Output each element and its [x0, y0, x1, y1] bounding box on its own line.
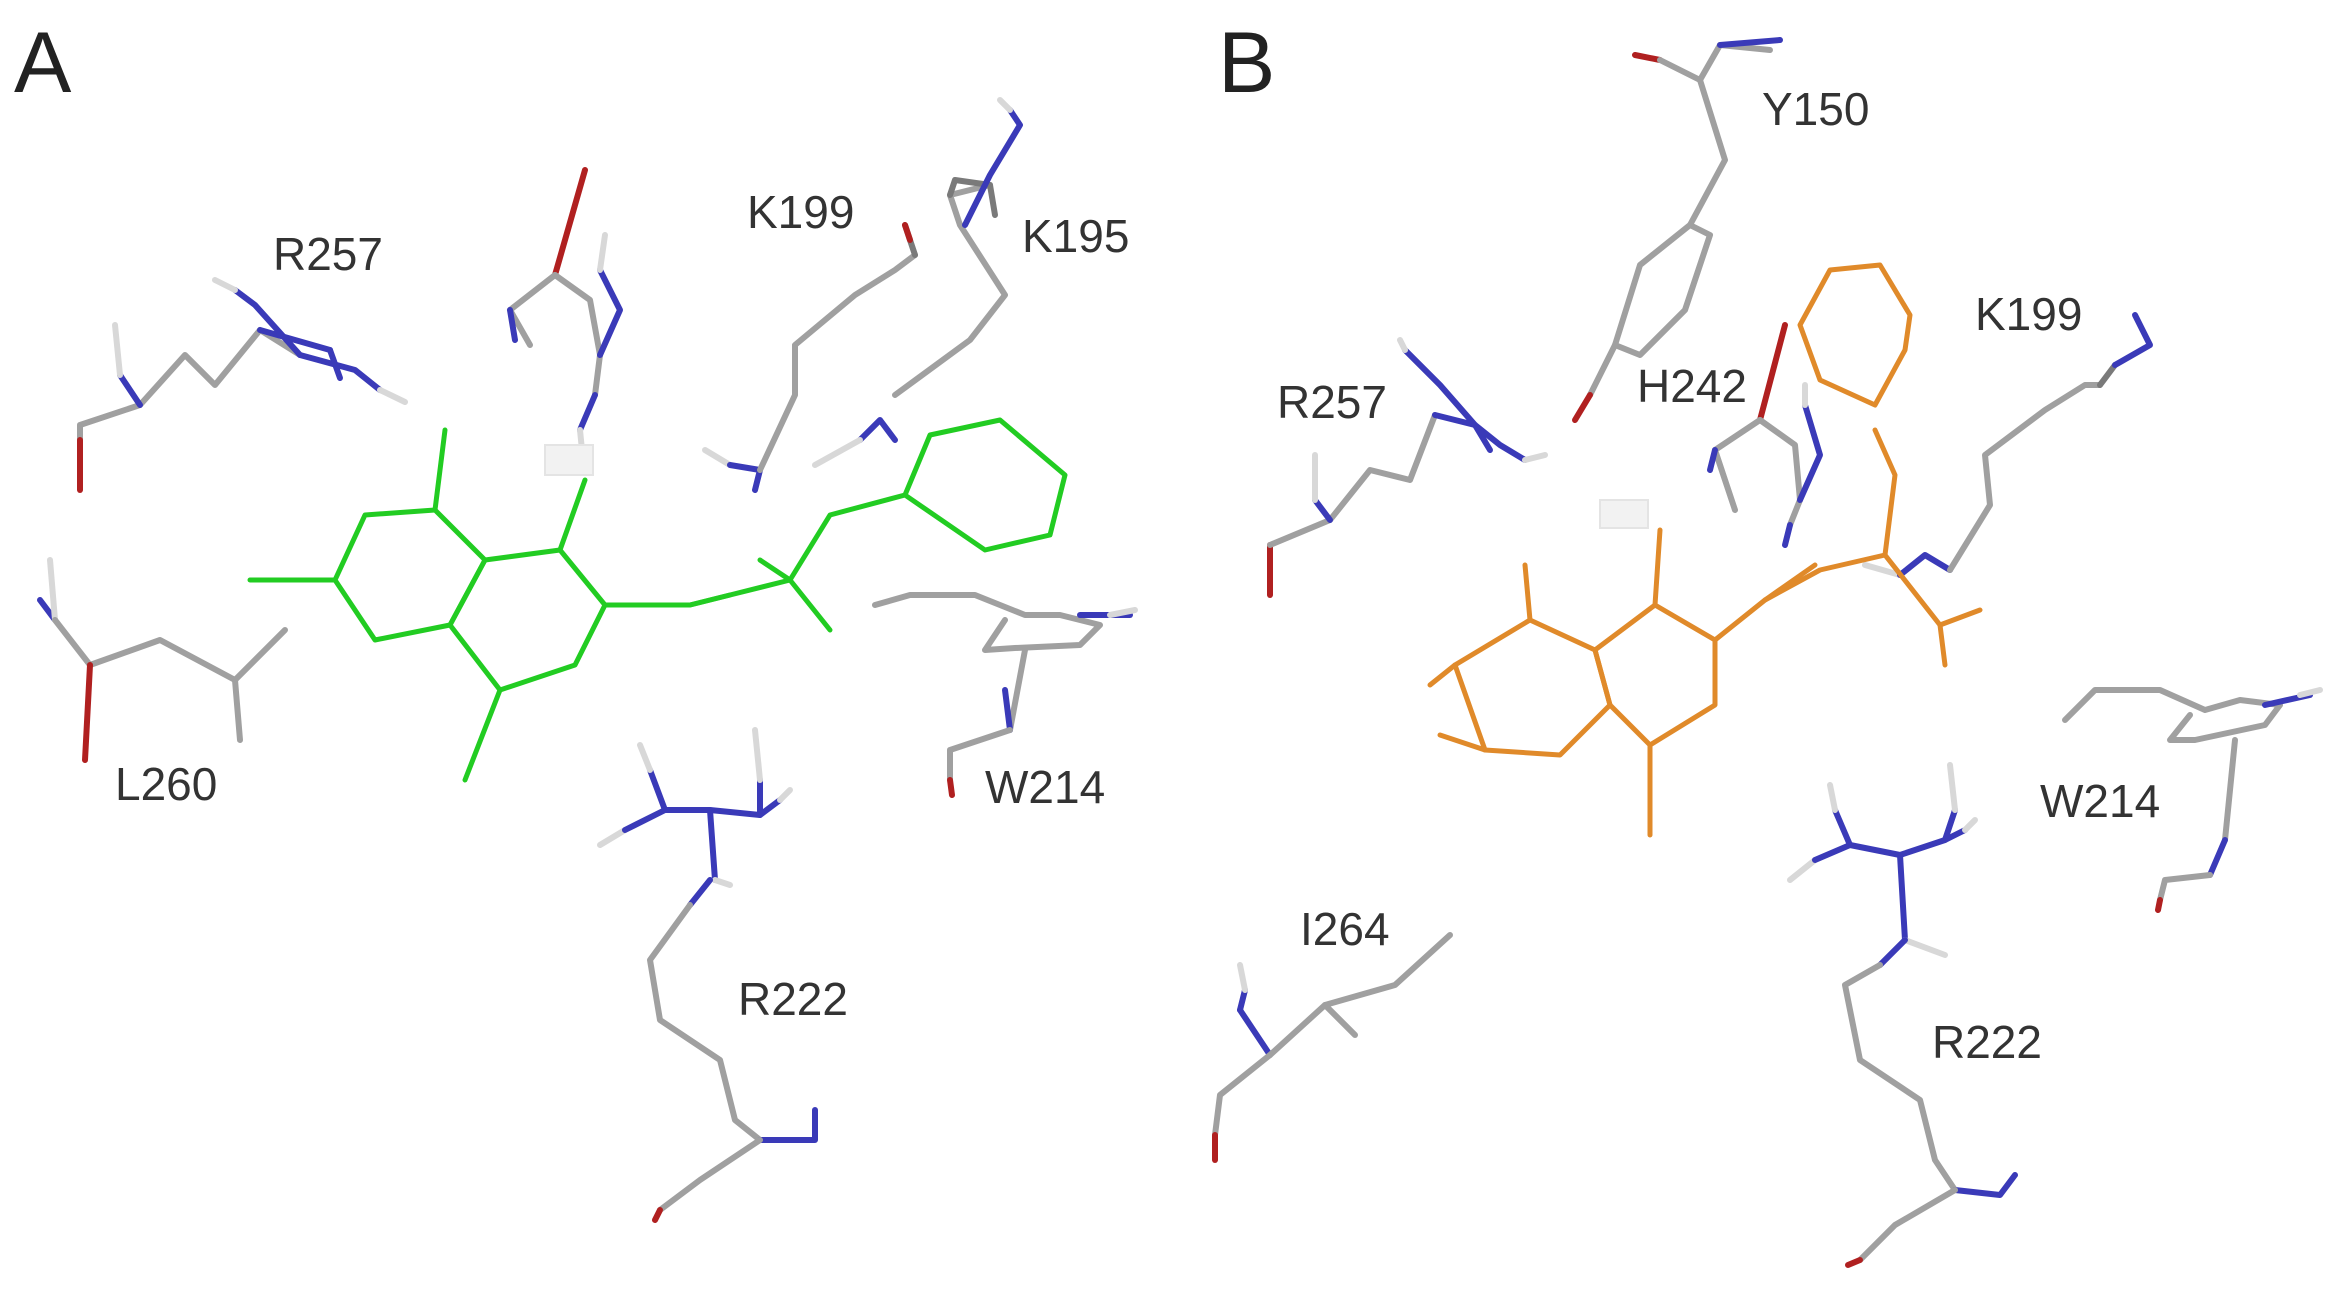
residue-sticks-h242-b: [1599, 322, 1823, 548]
residue-sticks-l260-a: [37, 557, 288, 763]
residue-label-r222-b: R222: [1932, 1016, 2042, 1068]
ligand-a: [247, 417, 1068, 783]
ligand-b: [1427, 262, 1983, 838]
residue-sticks-r222-b: [1787, 762, 2018, 1268]
residue-sticks-w214-b: [2062, 687, 2323, 913]
panel-b: B: [1212, 15, 2323, 1268]
residue-sticks-w214-a: [872, 592, 1138, 798]
residue-sticks-y150-b: [1572, 37, 1783, 423]
residue-label-r257-a: R257: [273, 228, 383, 280]
residue-label-i264-b: I264: [1300, 903, 1390, 955]
residue-label-r222-a: R222: [738, 973, 848, 1025]
panel-label-a: A: [14, 15, 72, 111]
residue-label-h242-b: H242: [1637, 360, 1747, 412]
residue-label-r257-b: R257: [1277, 376, 1387, 428]
panel-label-b: B: [1218, 15, 1275, 111]
residue-label-l260-a: L260: [115, 758, 217, 810]
residue-sticks-k199-b: [1862, 312, 2153, 578]
residue-sticks-h242-a: [507, 167, 623, 476]
residue-sticks-i264-b: [1212, 932, 1453, 1163]
residue-label-k199-a: K199: [747, 186, 854, 238]
residue-label-w214-a: W214: [985, 761, 1105, 813]
residue-label-k195-a: K195: [1022, 210, 1129, 262]
residue-sticks-k199-a: [702, 222, 918, 493]
residue-label-w214-b: W214: [2040, 775, 2160, 827]
residue-sticks-r222-a: [597, 727, 818, 1223]
residue-label-y150-b: Y150: [1762, 83, 1869, 135]
panel-a: A: [14, 15, 1138, 1223]
residue-sticks-r257-a: [77, 277, 408, 493]
residue-sticks-k195-a: [812, 97, 1023, 468]
residue-label-k199-b: K199: [1975, 288, 2082, 340]
residue-sticks-r257-b: [1267, 337, 1548, 598]
